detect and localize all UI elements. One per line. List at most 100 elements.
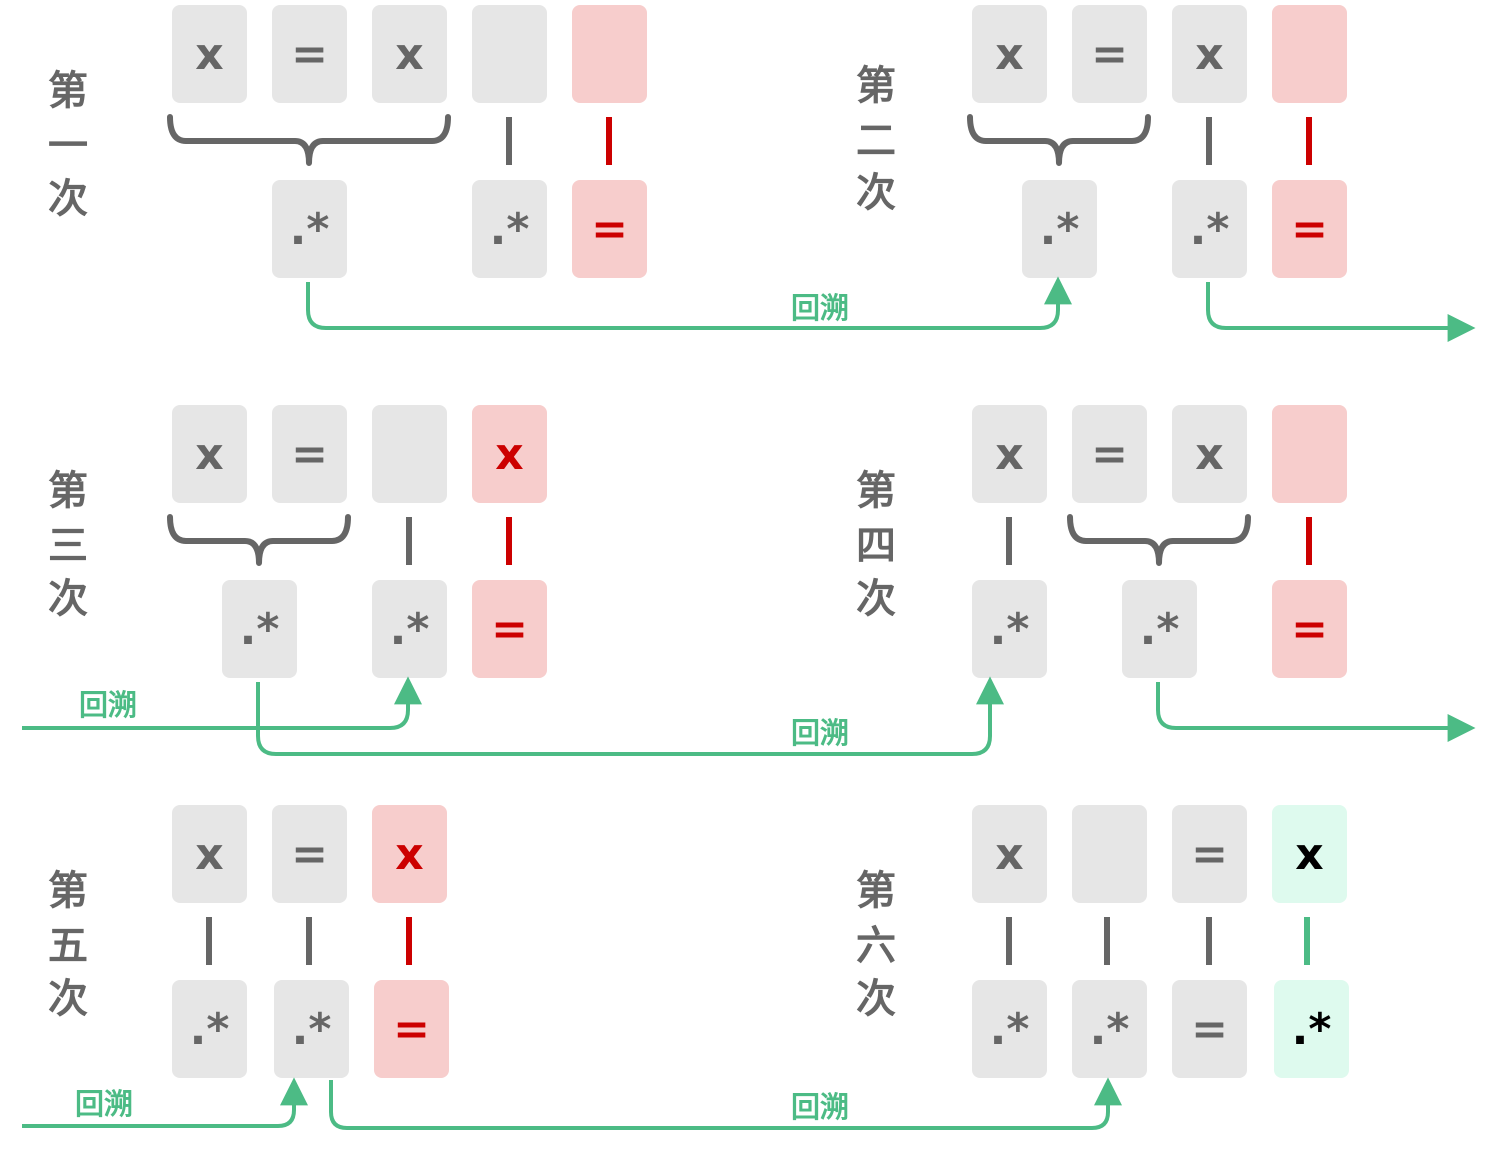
panel-1-pattern-cell-box xyxy=(572,180,647,278)
panel-1-text-cell-box xyxy=(472,5,547,103)
panel-4-text-cell-box xyxy=(1272,405,1347,503)
panel-6-pattern-cell-text: .* xyxy=(1090,1004,1130,1055)
panel-1-label-char: 第 xyxy=(48,68,88,114)
panel-1-text-cell: x xyxy=(172,5,247,103)
panel-6-text-cell: = xyxy=(1172,805,1247,903)
panel-2-text-cell: x xyxy=(1172,5,1247,103)
panel-1-text-cell: = xyxy=(272,5,347,103)
panel-3-match-brace xyxy=(167,514,351,566)
panel-3-pattern-cell: .* xyxy=(222,580,297,678)
panel-4-text-cell-box xyxy=(972,405,1047,503)
panel-3-pattern-cell-text: .* xyxy=(240,604,280,655)
panel-6-pattern-cell: .* xyxy=(1274,980,1349,1078)
panel-1-pattern-cell-text: = xyxy=(591,204,628,255)
panel-2-text-cell: = xyxy=(1072,5,1147,103)
panel-3-text-cell: x xyxy=(472,405,547,503)
panel-4-text-cell: x xyxy=(1172,405,1247,503)
panel-2-pattern-cell: .* xyxy=(1172,180,1247,278)
panel-4-text-cell xyxy=(1272,405,1347,503)
panel-1-text-cell-text: = xyxy=(291,29,328,80)
panel-1-text-cell-box xyxy=(572,5,647,103)
panel-1-pattern-cell-box xyxy=(472,180,547,278)
panel-5-text-cell-box xyxy=(372,805,447,903)
panel-5-text-cell-text: x xyxy=(195,829,223,880)
panel-4-text-cell-text: = xyxy=(1091,429,1128,480)
panel-1-text-cell xyxy=(472,5,547,103)
panel-1-pattern-cell: .* xyxy=(472,180,547,278)
backtrack-label: 回溯 xyxy=(75,1087,133,1121)
panel-5-pattern-cell: .* xyxy=(274,980,349,1078)
panel-1-text-cell-box xyxy=(172,5,247,103)
panel-3-text-cell-text: = xyxy=(291,429,328,480)
panel-1-pattern-cell: = xyxy=(572,180,647,278)
panel-4-pattern-cell-box xyxy=(1122,580,1197,678)
panel-2-pattern-cell: = xyxy=(1272,180,1347,278)
panel-2-text-cell-box xyxy=(1272,5,1347,103)
panel-2-label-char: 次 xyxy=(856,170,896,216)
panel-1-match-brace xyxy=(167,114,451,166)
panel-6-pattern-cell: = xyxy=(1172,980,1247,1078)
panel-1-pattern-cell-text: .* xyxy=(290,204,330,255)
panel-2-label-char: 第 xyxy=(856,63,896,109)
panel-5-label-char: 五 xyxy=(48,923,88,969)
panel-3-pattern-cell-box xyxy=(372,580,447,678)
panel-5-text-cell-box xyxy=(272,805,347,903)
panel-3-text-cell-box xyxy=(372,405,447,503)
panel-1-label-char: 一 xyxy=(48,123,88,169)
panel-5-text-cell: x xyxy=(372,805,447,903)
panel-6-text-cell xyxy=(1072,805,1147,903)
panel-5-pattern-cell-box xyxy=(172,980,247,1078)
panel-1-text-cell-box xyxy=(272,5,347,103)
panel-2-text-cell-text: x xyxy=(995,29,1023,80)
panel-3-text-cell-text: x xyxy=(495,429,523,480)
panel-4-label-char: 四 xyxy=(856,523,896,569)
panel-2-text-cell-box xyxy=(972,5,1047,103)
panel-4-text-cell-box xyxy=(1072,405,1147,503)
panel-6-pattern-cell-text: .* xyxy=(990,1004,1030,1055)
panel-4-text-cell-text: x xyxy=(995,429,1023,480)
panel-2-match-brace xyxy=(967,114,1151,166)
panel-3-text-cell: x xyxy=(172,405,247,503)
panel-2-text-cell-text: x xyxy=(1195,29,1223,80)
panel-5-pattern-cell: .* xyxy=(172,980,247,1078)
panel-3-label-char: 次 xyxy=(48,576,88,622)
panel-3-text-cell: = xyxy=(272,405,347,503)
panel-3-text-cell-box xyxy=(472,405,547,503)
panel-5-pattern-cell: = xyxy=(374,980,449,1078)
panel-6-text-cell-box xyxy=(972,805,1047,903)
panel-1-text-cell: x xyxy=(372,5,447,103)
panel-2-pattern-cell-text: .* xyxy=(1190,204,1230,255)
backtrack-arrow xyxy=(329,1077,1122,1130)
panel-5-text-cell: x xyxy=(172,805,247,903)
panel-1-label-char: 次 xyxy=(48,176,88,222)
panel-4-text-cell: x xyxy=(972,405,1047,503)
panel-3-label-char: 第 xyxy=(48,468,88,514)
panel-1-text-cell-text: x xyxy=(195,29,223,80)
panel-6-label-char: 第 xyxy=(856,868,896,914)
panel-2-text-cell: x xyxy=(972,5,1047,103)
panel-3-pattern-cell-text: .* xyxy=(390,604,430,655)
panel-5-text-cell-box xyxy=(172,805,247,903)
panel-1-pattern-cell-text: .* xyxy=(490,204,530,255)
panel-6-pattern-cell-box xyxy=(1172,980,1247,1078)
panel-2-pattern-cell-box xyxy=(1022,180,1097,278)
backtrack-arrow xyxy=(22,1077,308,1128)
panel-5-pattern-cell-text: .* xyxy=(190,1004,230,1055)
backtrack-label: 回溯 xyxy=(791,716,849,750)
panel-6-pattern-cell-text: .* xyxy=(1292,1004,1332,1055)
panel-5-pattern-cell-box xyxy=(274,980,349,1078)
panel-3-pattern-cell-box xyxy=(222,580,297,678)
panel-6-text-cell-text: x xyxy=(1295,829,1323,880)
backtrack-label: 回溯 xyxy=(79,688,137,722)
panel-5-label-char: 次 xyxy=(48,976,88,1022)
panel-4-pattern-cell: .* xyxy=(1122,580,1197,678)
panel-6-label-char: 六 xyxy=(856,923,896,969)
panel-4-text-cell-box xyxy=(1172,405,1247,503)
panel-6-text-cell-box xyxy=(1072,805,1147,903)
panel-6-pattern-cell-text: = xyxy=(1191,1004,1228,1055)
panel-6-pattern-cell: .* xyxy=(972,980,1047,1078)
backtrack-label: 回溯 xyxy=(791,291,849,325)
panel-5-pattern-cell-box xyxy=(374,980,449,1078)
